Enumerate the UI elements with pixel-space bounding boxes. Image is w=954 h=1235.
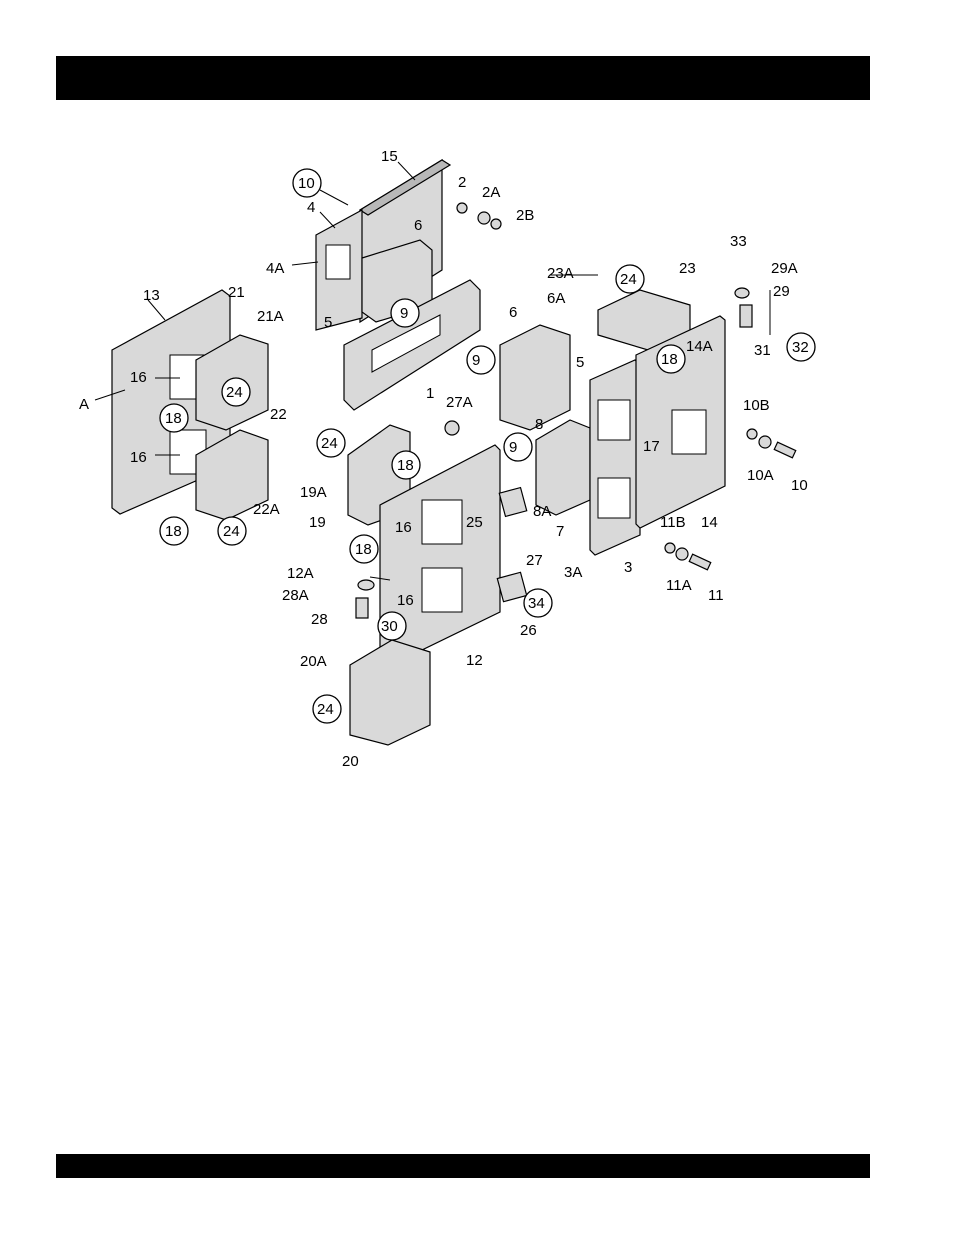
label-18-mid: 18 — [397, 457, 414, 474]
bolt-10 — [747, 429, 796, 458]
label-16-a: 16 — [130, 369, 147, 386]
label-27: 27 — [526, 552, 543, 569]
label-10B: 10B — [743, 397, 770, 414]
handle-25 — [499, 488, 526, 517]
label-9-right: 9 — [472, 352, 480, 369]
label-8A: 8A — [533, 503, 551, 520]
label-4: 4 — [307, 199, 315, 216]
label-24-low: 24 — [317, 701, 334, 718]
latch-29 — [735, 288, 752, 327]
label-23: 23 — [679, 260, 696, 277]
label-18-left: 18 — [165, 410, 182, 427]
label-22A: 22A — [253, 501, 280, 518]
label-13: 13 — [143, 287, 160, 304]
label-21: 21 — [228, 284, 245, 301]
label-14A: 14A — [686, 338, 713, 355]
label-3: 3 — [624, 559, 632, 576]
label-19A: 19A — [300, 484, 327, 501]
label-16-b: 16 — [130, 449, 147, 466]
label-14: 14 — [701, 514, 718, 531]
label-28: 28 — [311, 611, 328, 628]
bolt-11 — [665, 543, 711, 570]
label-29: 29 — [773, 283, 790, 300]
label-7: 7 — [556, 523, 564, 540]
label-20: 20 — [342, 753, 359, 770]
label-16-c: 16 — [395, 519, 412, 536]
label-21A: 21A — [257, 308, 284, 325]
block-8 — [536, 420, 590, 515]
label-20A: 20A — [300, 653, 327, 670]
label-5-right: 5 — [576, 354, 584, 371]
label-28A: 28A — [282, 587, 309, 604]
label-17: 17 — [643, 438, 660, 455]
label-34: 34 — [528, 595, 545, 612]
label-11B: 11B — [660, 514, 686, 531]
label-24-mid: 24 — [321, 435, 338, 452]
label-32: 32 — [792, 339, 809, 356]
label-11A: 11A — [666, 577, 692, 594]
label-6-right: 6 — [509, 304, 517, 321]
label-2A: 2A — [482, 184, 500, 201]
label-19: 19 — [309, 514, 326, 531]
nut-27A — [445, 421, 459, 435]
side-piece-4 — [316, 210, 362, 330]
label-10: 10 — [298, 175, 315, 192]
label-24-right: 24 — [620, 271, 637, 288]
label-1: 1 — [426, 385, 434, 402]
label-25: 25 — [466, 514, 483, 531]
panel-3 — [590, 360, 640, 555]
label-2B: 2B — [516, 207, 534, 224]
label-6-top: 6 — [414, 217, 422, 234]
block-6-right — [500, 325, 570, 430]
label-23A: 23A — [547, 265, 574, 282]
label-3A: 3A — [564, 564, 582, 581]
label-A: A — [79, 396, 89, 413]
washer-28A — [356, 580, 374, 618]
label-2: 2 — [458, 174, 466, 191]
label-24-left: 24 — [226, 384, 243, 401]
label-9-low: 9 — [509, 439, 517, 456]
label-27A: 27A — [446, 394, 473, 411]
label-12: 12 — [466, 652, 483, 669]
label-11: 11 — [708, 587, 724, 604]
handle-26 — [497, 572, 526, 601]
label-18-panel: 18 — [355, 541, 372, 558]
label-16-d: 16 — [397, 592, 414, 609]
label-8: 8 — [535, 416, 543, 433]
label-18-right: 18 — [661, 351, 678, 368]
label-10-bolt: 10 — [791, 477, 808, 494]
label-24-bottom: 24 — [223, 523, 240, 540]
label-18-bottom: 18 — [165, 523, 182, 540]
label-31: 31 — [754, 342, 771, 359]
label-12A: 12A — [287, 565, 314, 582]
label-33: 33 — [730, 233, 747, 250]
label-4A: 4A — [266, 260, 284, 277]
label-26: 26 — [520, 622, 537, 639]
label-5-top: 5 — [324, 314, 332, 331]
label-15: 15 — [381, 148, 398, 165]
label-30: 30 — [381, 618, 398, 635]
label-6A: 6A — [547, 290, 565, 307]
label-9-top: 9 — [400, 305, 408, 322]
label-29A: 29A — [771, 260, 798, 277]
block-20 — [350, 640, 430, 745]
label-10A: 10A — [747, 467, 774, 484]
label-22: 22 — [270, 406, 287, 423]
bolt-2 — [457, 203, 501, 229]
